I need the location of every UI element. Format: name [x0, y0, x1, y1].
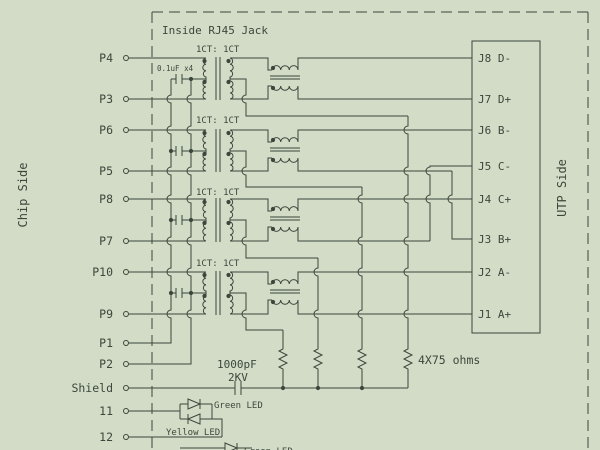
yellow-led-label: Yellow LED [166, 428, 220, 438]
termination-label: 4X75 ohms [418, 353, 480, 367]
jack-pin-j3: J3 B+ [478, 233, 511, 246]
ratio-label-1: 1CT: 1CT [196, 45, 240, 55]
bottom-green-led-label: Green LED [244, 447, 293, 450]
jack-pin-j1: J1 A+ [478, 308, 511, 321]
pin-label-p3: P3 [99, 92, 113, 106]
ratio-label-3: 1CT: 1CT [196, 188, 240, 198]
pin-label-p1: P1 [99, 336, 113, 350]
jack-pin-j6: J6 B- [478, 124, 511, 137]
channel-2-b-pair: 1CT: 1CT [129, 116, 472, 347]
pin-label-p7: P7 [99, 234, 113, 248]
jack-pin-j7: J7 D+ [478, 93, 511, 106]
led-section: Green LED Yellow LED Green LED [129, 398, 293, 450]
ratio-label-4: 1CT: 1CT [196, 259, 240, 269]
jack-pin-j8: J8 D- [478, 52, 511, 65]
channel-3-c-pair: 1CT: 1CT [129, 165, 472, 347]
pin-label-p8: P8 [99, 192, 113, 206]
green-led-label: Green LED [214, 401, 263, 411]
pin-label-p2: P2 [99, 357, 113, 371]
center-tap-rails [129, 76, 194, 365]
jack-connector: J8 D- J7 D+ J6 B- J5 C- J4 C+ J3 B+ J2 A… [471, 40, 541, 334]
termination-network: 1000pF 2KV 4X75 ohms [129, 347, 480, 395]
diagram-title: Inside RJ45 Jack [162, 24, 268, 37]
pin-label-shield: Shield [71, 381, 113, 395]
hv-cap-rating-label: 2KV [228, 371, 248, 384]
pin-label-12: 12 [99, 430, 113, 444]
ratio-label-2: 1CT: 1CT [196, 116, 240, 126]
pin-label-11: 11 [99, 404, 113, 418]
pin-label-p4: P4 [99, 51, 113, 65]
channel-4-a-pair: 1CT: 1CT [129, 259, 472, 347]
channel-1-d-pair: 1CT: 1CT 0.1uF x4 [129, 45, 472, 347]
jack-pin-j5: J5 C- [478, 160, 511, 173]
jack-pin-j4: J4 C+ [478, 193, 511, 206]
pin-label-p10: P10 [92, 265, 113, 279]
jack-pin-j2: J2 A- [478, 266, 511, 279]
pin-label-p9: P9 [99, 307, 113, 321]
utp-side-label: UTP Side [555, 159, 569, 217]
pin-label-p5: P5 [99, 164, 113, 178]
chip-side-label: Chip Side [16, 162, 30, 227]
chip-pin-labels: P4 P3 P6 P5 P8 P7 P10 P9 P1 P2 Shield 11… [71, 51, 113, 444]
bypass-cap-label: 0.1uF x4 [157, 64, 194, 73]
hv-cap-value-label: 1000pF [217, 358, 257, 371]
pin-label-p6: P6 [99, 123, 113, 137]
jack-boundary [151, 11, 589, 450]
chip-pin-terminals [123, 55, 129, 440]
